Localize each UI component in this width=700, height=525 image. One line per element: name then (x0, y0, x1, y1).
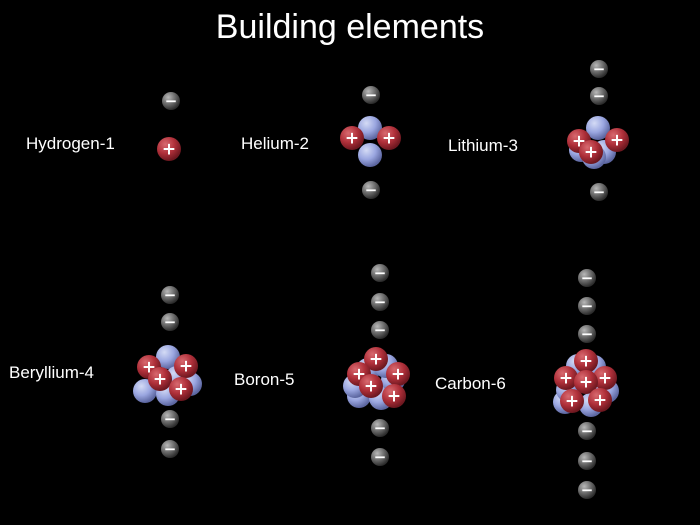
boron-proton (359, 374, 383, 398)
lithium-electron (590, 183, 608, 201)
carbon-proton (560, 389, 584, 413)
boron-proton-plus-icon: + (364, 377, 378, 397)
carbon-proton-plus-icon: + (559, 369, 573, 389)
boron-proton (386, 362, 410, 386)
carbon-electron (578, 452, 596, 470)
page-title: Building elements (215, 8, 485, 46)
beryllium-electron (161, 410, 179, 428)
beryllium-proton (174, 354, 198, 378)
helium-electron-minus-icon: − (365, 181, 378, 199)
carbon-proton-plus-icon: + (579, 352, 593, 372)
boron-electron (371, 419, 389, 437)
helium-electron-minus-icon: − (365, 86, 378, 104)
beryllium-electron-minus-icon: − (164, 286, 177, 304)
beryllium-neutron (156, 345, 180, 369)
boron-electron (371, 264, 389, 282)
element-label-beryllium: Beryllium-4 (9, 363, 95, 382)
element-label-carbon: Carbon-6 (435, 374, 506, 393)
carbon-electron-minus-icon: − (581, 269, 594, 287)
helium-proton (377, 126, 401, 150)
boron-proton (382, 384, 406, 408)
hydrogen-proton (157, 137, 181, 161)
boron-proton-plus-icon: + (369, 350, 383, 370)
carbon-electron (578, 269, 596, 287)
lithium-electron-minus-icon: − (593, 183, 606, 201)
beryllium-electron (161, 313, 179, 331)
boron-proton-plus-icon: + (387, 387, 401, 407)
beryllium-electron (161, 286, 179, 304)
carbon-proton (554, 366, 578, 390)
helium-neutron (358, 143, 382, 167)
beryllium-proton-plus-icon: + (174, 380, 188, 400)
lithium-electron-minus-icon: − (593, 60, 606, 78)
carbon-proton-plus-icon: + (565, 392, 579, 412)
helium-neutron (358, 116, 382, 140)
beryllium-proton (169, 377, 193, 401)
element-label-hydrogen: Hydrogen-1 (26, 134, 115, 153)
boron-electron-minus-icon: − (374, 321, 387, 339)
boron-electron-minus-icon: − (374, 419, 387, 437)
beryllium-proton-plus-icon: + (179, 357, 193, 377)
carbon-proton-plus-icon: + (598, 369, 612, 389)
carbon-proton (593, 366, 617, 390)
boron-electron-minus-icon: − (374, 293, 387, 311)
beryllium-electron-minus-icon: − (164, 313, 177, 331)
beryllium-electron (161, 440, 179, 458)
carbon-proton (574, 349, 598, 373)
carbon-proton (588, 388, 612, 412)
carbon-electron (578, 481, 596, 499)
boron-electron (371, 321, 389, 339)
boron-electron-minus-icon: − (374, 264, 387, 282)
beryllium-electron-minus-icon: − (164, 440, 177, 458)
carbon-electron-minus-icon: − (581, 481, 594, 499)
lithium-proton-plus-icon: + (610, 131, 624, 151)
carbon-electron (578, 325, 596, 343)
helium-proton-plus-icon: + (345, 129, 359, 149)
lithium-electron-minus-icon: − (593, 87, 606, 105)
boron-proton-plus-icon: + (391, 365, 405, 385)
lithium-proton (579, 140, 603, 164)
carbon-electron-minus-icon: − (581, 422, 594, 440)
helium-proton-plus-icon: + (382, 129, 396, 149)
carbon-proton (574, 370, 598, 394)
helium-electron (362, 181, 380, 199)
lithium-electron (590, 60, 608, 78)
hydrogen-electron-minus-icon: − (165, 92, 178, 110)
lithium-neutron (586, 116, 610, 140)
helium-electron (362, 86, 380, 104)
element-label-helium: Helium-2 (241, 134, 310, 153)
carbon-proton-plus-icon: + (593, 391, 607, 411)
hydrogen-proton-plus-icon: + (162, 140, 176, 160)
beryllium-proton-plus-icon: + (153, 370, 167, 390)
helium-proton (340, 126, 364, 150)
boron-electron-minus-icon: − (374, 448, 387, 466)
carbon-electron (578, 297, 596, 315)
lithium-electron (590, 87, 608, 105)
lithium-proton (605, 128, 629, 152)
boron-proton (364, 347, 388, 371)
beryllium-proton (148, 367, 172, 391)
element-label-boron: Boron-5 (234, 370, 295, 389)
element-label-lithium: Lithium-3 (448, 136, 518, 155)
boron-electron (371, 448, 389, 466)
carbon-electron (578, 422, 596, 440)
carbon-proton-plus-icon: + (579, 373, 593, 393)
boron-electron (371, 293, 389, 311)
carbon-electron-minus-icon: − (581, 452, 594, 470)
carbon-electron-minus-icon: − (581, 325, 594, 343)
beryllium-electron-minus-icon: − (164, 410, 177, 428)
hydrogen-electron (162, 92, 180, 110)
carbon-electron-minus-icon: − (581, 297, 594, 315)
lithium-proton-plus-icon: + (584, 143, 598, 163)
